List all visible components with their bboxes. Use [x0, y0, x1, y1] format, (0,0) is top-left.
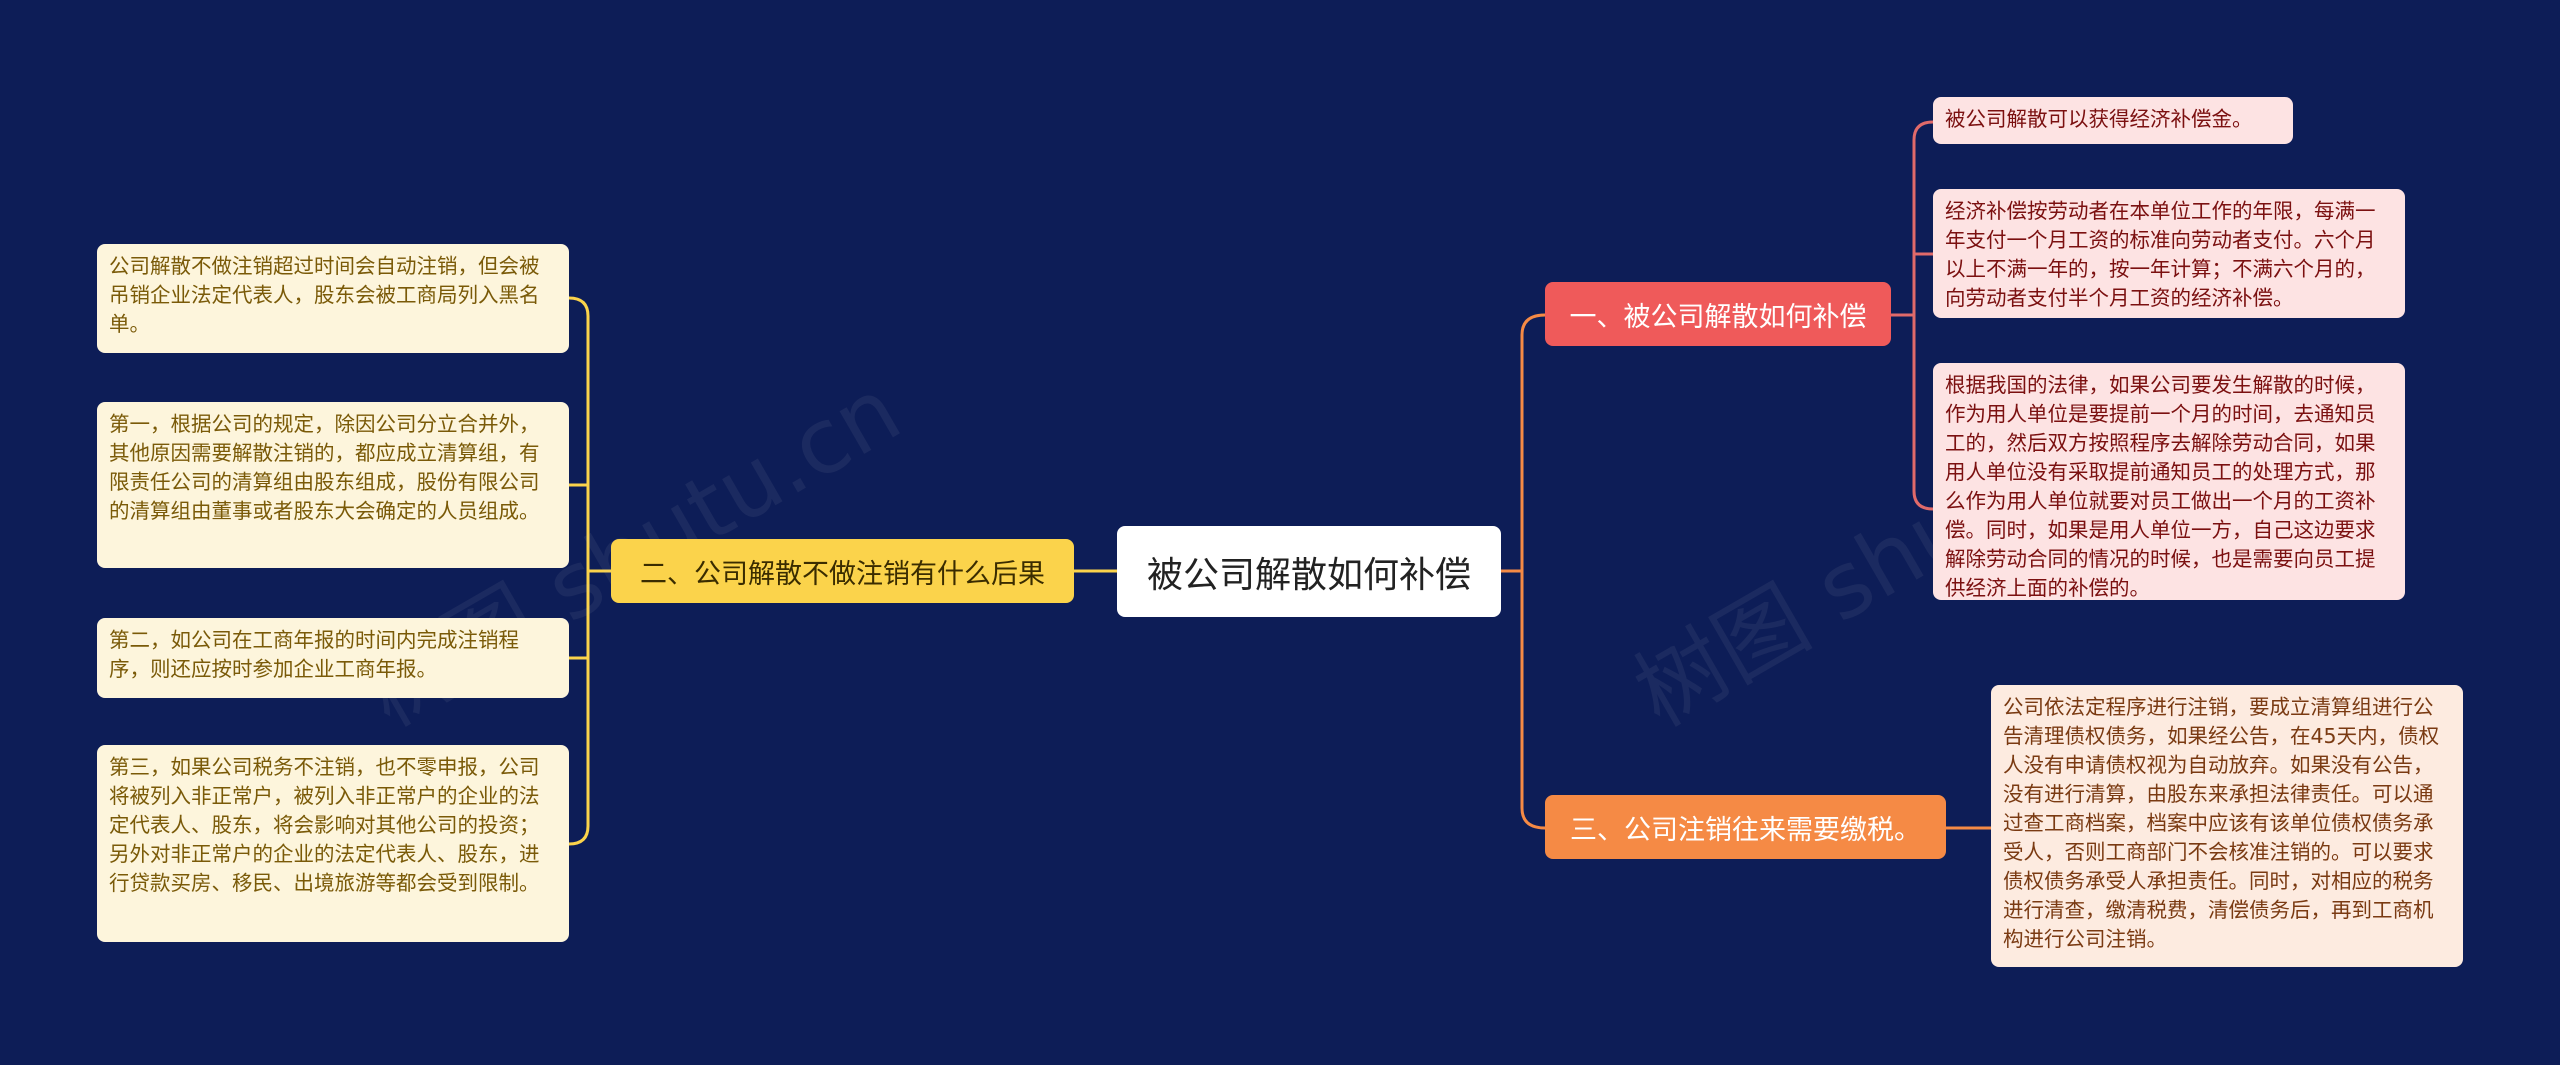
left-leaf-1[interactable]: 公司解散不做注销超过时间会自动注销，但会被吊销企业法定代表人，股东会被工商局列入… — [97, 244, 569, 353]
connector-r1-leaves — [1891, 120, 1934, 511]
left-leaf-4[interactable]: 第三，如果公司税务不注销，也不零申报，公司将被列入非正常户，被列入非正常户的企业… — [97, 745, 569, 942]
branch-right-2[interactable]: 三、公司注销往来需要缴税。 — [1545, 795, 1946, 859]
left-leaf-3[interactable]: 第二，如公司在工商年报的时间内完成注销程序，则还应按时参加企业工商年报。 — [97, 618, 569, 698]
right1-leaf-3[interactable]: 根据我国的法律，如果公司要发生解散的时候，作为用人单位是要提前一个月的时间，去通… — [1933, 363, 2405, 600]
connector-center-right — [1501, 313, 1546, 830]
left-leaf-2[interactable]: 第一，根据公司的规定，除因公司分立合并外，其他原因需要解散注销的，都应成立清算组… — [97, 402, 569, 568]
branch-left[interactable]: 二、公司解散不做注销有什么后果 — [611, 539, 1074, 603]
central-topic[interactable]: 被公司解散如何补偿 — [1117, 526, 1501, 617]
connector-left-leaves — [568, 296, 611, 846]
right1-leaf-2[interactable]: 经济补偿按劳动者在本单位工作的年限，每满一年支付一个月工资的标准向劳动者支付。六… — [1933, 189, 2405, 318]
right1-leaf-1[interactable]: 被公司解散可以获得经济补偿金。 — [1933, 97, 2293, 144]
branch-right-1[interactable]: 一、被公司解散如何补偿 — [1545, 282, 1891, 346]
right2-leaf-1[interactable]: 公司依法定程序进行注销，要成立清算组进行公告清理债权债务，如果经公告，在45天内… — [1991, 685, 2463, 967]
